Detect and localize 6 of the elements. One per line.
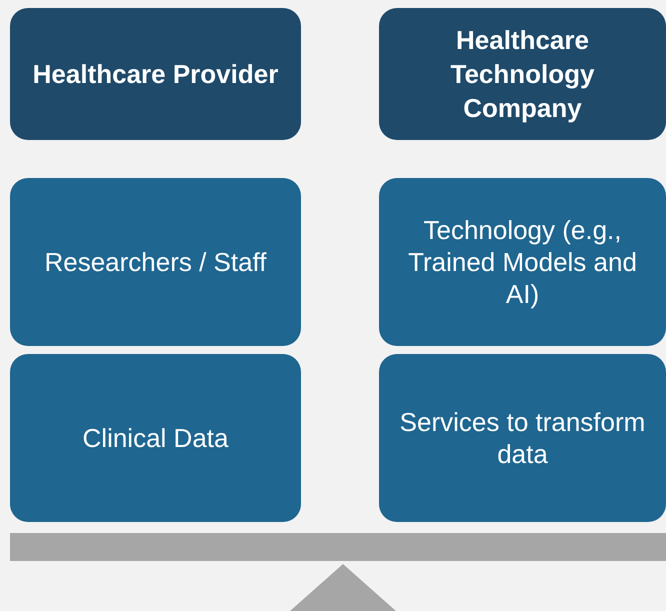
header-box: Healthcare Provider bbox=[10, 8, 301, 140]
content-box: Researchers / Staff bbox=[10, 178, 301, 346]
content-box: Technology (e.g., Trained Models and AI) bbox=[379, 178, 666, 346]
header-box: Healthcare Technology Company bbox=[379, 8, 666, 140]
content-box: Clinical Data bbox=[10, 354, 301, 522]
content-box: Services to transform data bbox=[379, 354, 666, 522]
